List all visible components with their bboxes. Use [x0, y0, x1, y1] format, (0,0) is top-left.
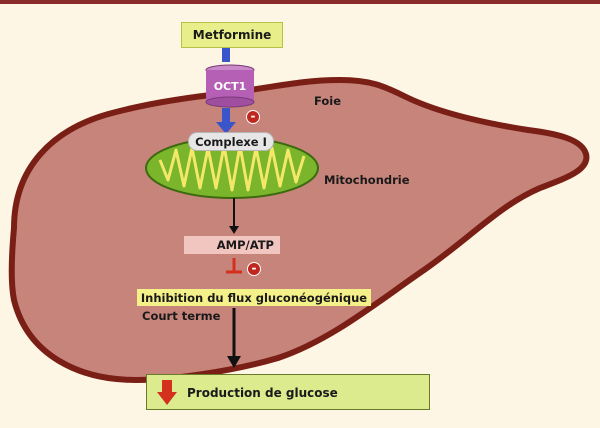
inhibition-box: Inhibition du flux gluconéogénique [137, 289, 371, 306]
production-glucose-box: Production de glucose [146, 374, 430, 410]
complexe-i-pill: Complexe I [188, 132, 274, 151]
top-rule [0, 0, 600, 4]
production-glucose-label: Production de glucose [187, 386, 338, 400]
oct1-to-complexe-arrowhead [216, 122, 236, 134]
oct1-label: OCT1 [213, 80, 247, 93]
oct1-transporter [205, 64, 255, 108]
inhibition-label: Inhibition du flux gluconéogénique [140, 290, 368, 305]
mito-to-amp-arrowhead [229, 226, 239, 234]
court-terme-label: Court terme [142, 309, 221, 323]
complexe-i-label: Complexe I [195, 134, 267, 149]
inhibition-bar [226, 258, 242, 274]
amp-atp-label: AMP/ATP [216, 238, 274, 252]
amp-atp-box: AMP/ATP [184, 236, 280, 254]
metformine-label: Metformine [192, 28, 272, 42]
foie-label: Foie [314, 94, 342, 108]
minus-badge-oct1: - [246, 110, 260, 124]
inhibition-to-glucose-arrowhead [227, 356, 241, 368]
down-arrow-icon [157, 380, 177, 405]
mitochondrie-label: Mitochondrie [324, 173, 410, 187]
metformine-box: Metformine [181, 22, 283, 48]
liver-shape [8, 77, 590, 383]
minus-badge-inhibition: - [247, 262, 261, 276]
